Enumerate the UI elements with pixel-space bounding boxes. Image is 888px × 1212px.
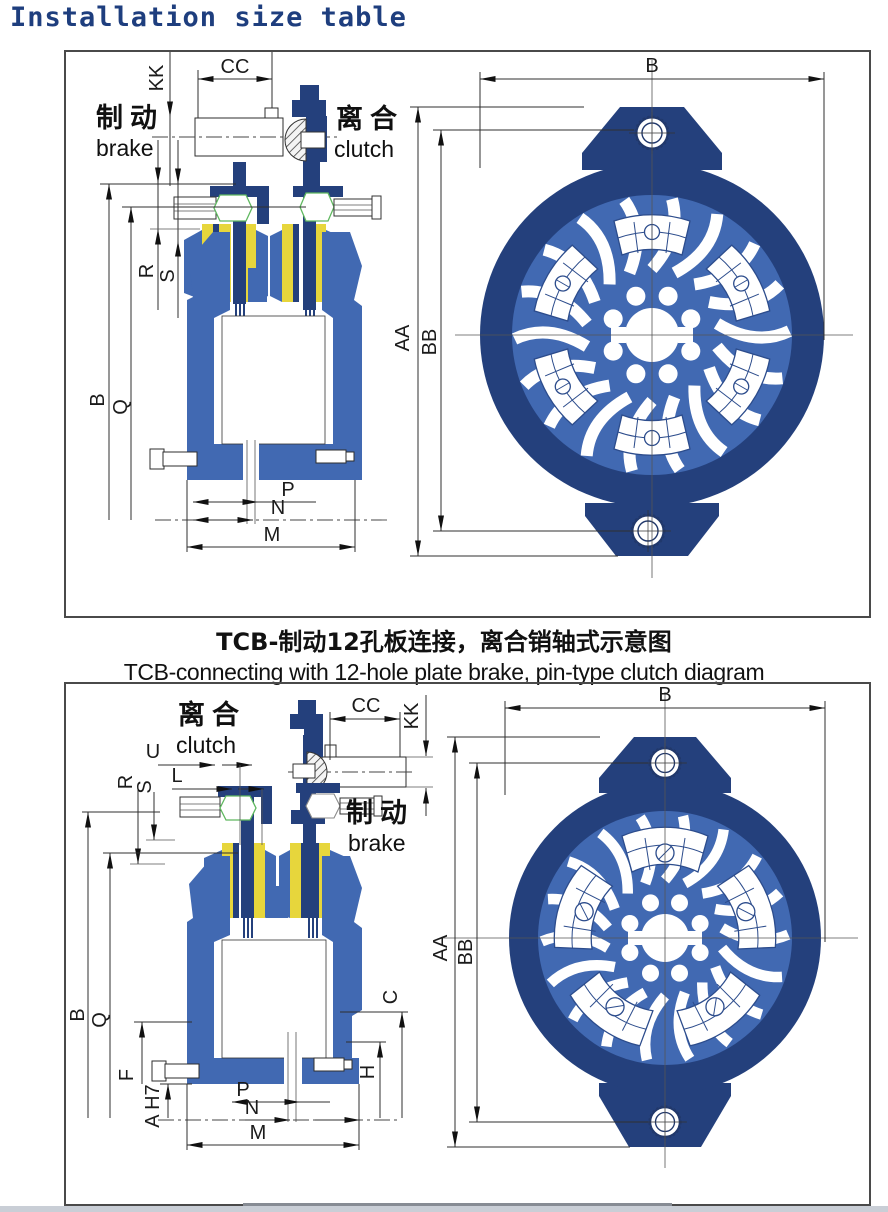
p1-dim-b-side: B — [87, 393, 109, 406]
caption-english: TCB-connecting with 12-hole plate brake,… — [123, 659, 765, 685]
p2-dim-p: P — [236, 1079, 249, 1101]
p2-wheel-bolt-holes — [621, 894, 709, 982]
p1-body — [149, 232, 362, 524]
p1-dim-p: P — [281, 479, 294, 501]
p1-screw-right — [315, 449, 347, 464]
p2-cavity — [221, 939, 327, 1059]
p1-bolt-shank-left — [173, 196, 217, 220]
p2-dim-q: Q — [89, 1012, 111, 1028]
p1-dim-r: R — [136, 264, 158, 278]
p2-dimensions: 离合 clutch U L R S CC KK 制动 — [67, 695, 433, 1150]
panel1-figure: KK CC 制动 brake 离合 clutch B Q R S — [64, 50, 871, 618]
p1-section-view: KK CC 制动 brake 离合 clutch B Q R S — [87, 52, 404, 552]
p1-label-clutch-en: clutch — [334, 136, 394, 162]
p1-label-brake-cn: 制动 — [96, 103, 164, 134]
p1-wheel-bolt-holes — [603, 286, 701, 384]
panel2-figure: 离合 clutch U L R S CC KK 制动 — [64, 682, 871, 1206]
p2-clutch-hub — [290, 700, 328, 845]
p2-wheel-dimensions: B AA BB — [430, 684, 826, 1148]
p2-label-clutch-en: clutch — [176, 732, 236, 758]
p1-clutch-bolt — [300, 131, 326, 149]
p2-clutch-bolt — [292, 763, 316, 779]
p1-dim-kk: KK — [146, 64, 168, 91]
p2-screw-right — [313, 1057, 345, 1072]
p2-hex-bolt-left — [219, 795, 257, 821]
p1-screw-left — [149, 448, 165, 470]
p1-dimensions: KK CC 制动 brake 离合 clutch B Q R S — [87, 52, 404, 552]
p2-dim-u: U — [146, 741, 160, 763]
p2-dim-c: C — [380, 990, 402, 1004]
p2-dim-m: M — [250, 1122, 267, 1144]
p2-dim-b-side: B — [67, 1008, 89, 1021]
panel1-frame — [64, 50, 871, 618]
p1-dim-q: Q — [110, 399, 132, 415]
p2-dim-h: H — [357, 1065, 379, 1079]
p2-dim-bb: BB — [455, 939, 477, 966]
p2-dim-r: R — [115, 775, 137, 789]
p2-hex-bolt-right — [305, 793, 341, 819]
p1-label-brake-en: brake — [96, 135, 154, 161]
p2-dim-b-top: B — [658, 684, 671, 706]
p1-shaft-key — [264, 107, 279, 119]
page-edge-shadow — [243, 1203, 672, 1206]
p2-body — [151, 856, 362, 1122]
p2-section-view: 离合 clutch U L R S CC KK 制动 — [67, 695, 433, 1150]
p2-dim-s: S — [134, 780, 156, 793]
p2-dim-n: N — [245, 1097, 259, 1119]
p1-dim-m: M — [264, 524, 281, 546]
p2-dim-cc: CC — [352, 695, 381, 717]
p1-dim-aa: AA — [392, 324, 414, 351]
p2-bolt-shank-left — [179, 796, 221, 818]
p1-bolt-shank-right — [333, 198, 373, 217]
page-title: Installation size table — [10, 2, 407, 33]
p1-cavity — [221, 315, 326, 445]
caption-chinese: TCB-制动12孔板连接，离合销轴式示意图 — [216, 628, 672, 656]
p1-wheel-dimensions: B AA BB — [392, 55, 825, 557]
p2-label-brake-en: brake — [348, 830, 406, 856]
p2-dim-l: L — [171, 765, 182, 787]
figure-caption: TCB-制动12孔板连接，离合销轴式示意图 TCB-connecting wit… — [0, 622, 888, 686]
p1-dim-n: N — [271, 497, 285, 519]
p2-dim-aa: AA — [430, 934, 452, 961]
p1-dim-s: S — [157, 269, 179, 282]
p2-dim-f: F — [116, 1069, 138, 1081]
p1-dim-bb: BB — [419, 329, 441, 356]
p2-dim-a-h7: A H7 — [142, 1084, 164, 1127]
p1-dim-b-top: B — [645, 55, 658, 77]
p1-hex-bolt-left — [213, 194, 253, 222]
p2-screw-left — [151, 1060, 167, 1082]
p1-clutch-hub — [284, 85, 382, 310]
p1-label-clutch-cn: 离合 — [336, 103, 404, 135]
p2-label-brake-cn: 制动 — [346, 798, 414, 829]
p2-dim-kk: KK — [401, 702, 423, 729]
p2-label-clutch-cn: 离合 — [178, 699, 246, 731]
p2-front-view: B AA BB — [430, 684, 858, 1168]
page-bottom-edge — [0, 1206, 888, 1212]
p1-front-view: B AA BB — [392, 55, 853, 578]
p1-clutch-dome-hatch — [284, 118, 307, 162]
p1-dim-cc: CC — [221, 56, 250, 78]
